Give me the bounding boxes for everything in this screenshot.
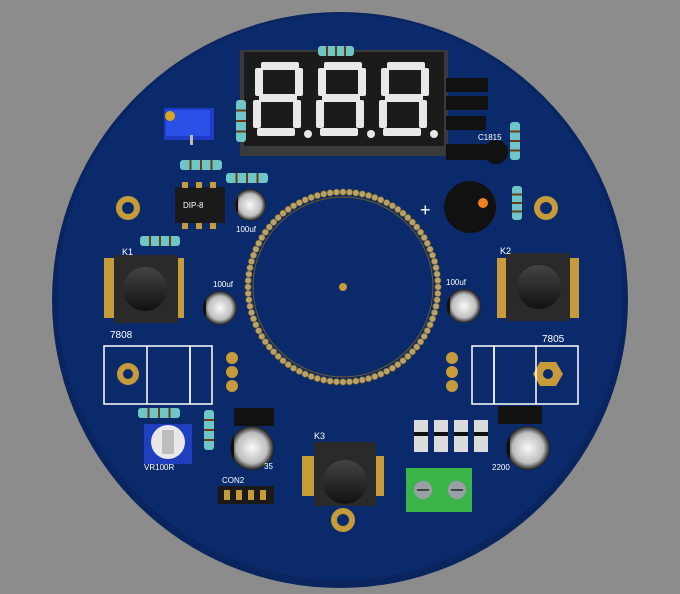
button-k1[interactable]: K1 bbox=[104, 247, 184, 323]
cap-bottom-right: 2200 bbox=[492, 406, 550, 472]
button-k2[interactable]: K2 bbox=[497, 246, 579, 321]
cap-bottom-left: 35 bbox=[230, 408, 274, 471]
button-k3[interactable]: K3 bbox=[302, 431, 384, 506]
pin-header-right bbox=[446, 78, 488, 160]
conn-label: CON2 bbox=[222, 476, 245, 485]
cap-top-left: 100uf bbox=[234, 189, 266, 234]
mounting-holes bbox=[116, 196, 563, 532]
ic-label: DIP-8 bbox=[183, 201, 204, 210]
cap-mid-right: 100uf bbox=[446, 278, 481, 323]
center-pad bbox=[339, 283, 347, 291]
dip8-ic: DIP-8 bbox=[175, 182, 225, 229]
k2-label: K2 bbox=[500, 246, 511, 256]
regulator-7805: 7805 bbox=[446, 334, 579, 405]
potentiometer[interactable]: VR100R bbox=[144, 424, 192, 472]
buzzer: + bbox=[420, 181, 496, 233]
cap-top-left-label: 100uf bbox=[236, 225, 257, 234]
reg-right-label: 7805 bbox=[542, 334, 565, 345]
regulator-7808: 7808 bbox=[103, 330, 238, 405]
k3-label: K3 bbox=[314, 431, 325, 441]
cap-mid-right-label: 100uf bbox=[446, 278, 467, 287]
trimmer-pot bbox=[164, 108, 214, 145]
connector-con2[interactable]: CON2 bbox=[218, 476, 274, 504]
buzzer-plus: + bbox=[420, 200, 431, 220]
led-ring bbox=[244, 188, 442, 386]
seven-segment-display bbox=[240, 50, 448, 156]
transistor: C1815 bbox=[478, 133, 508, 164]
cap-bottom-left-label: 35 bbox=[264, 462, 273, 471]
transistor-label: C1815 bbox=[478, 133, 502, 142]
pot-label: VR100R bbox=[144, 463, 174, 472]
cap-bottom-right-label: 2200 bbox=[492, 463, 510, 472]
k1-label: K1 bbox=[122, 247, 133, 257]
resistors bbox=[138, 46, 522, 450]
reg-left-label: 7808 bbox=[110, 330, 133, 341]
screw-terminal[interactable] bbox=[406, 468, 472, 512]
cap-mid-left-label: 100uf bbox=[213, 280, 234, 289]
diodes bbox=[414, 420, 488, 452]
cap-mid-left: 100uf bbox=[202, 280, 237, 325]
